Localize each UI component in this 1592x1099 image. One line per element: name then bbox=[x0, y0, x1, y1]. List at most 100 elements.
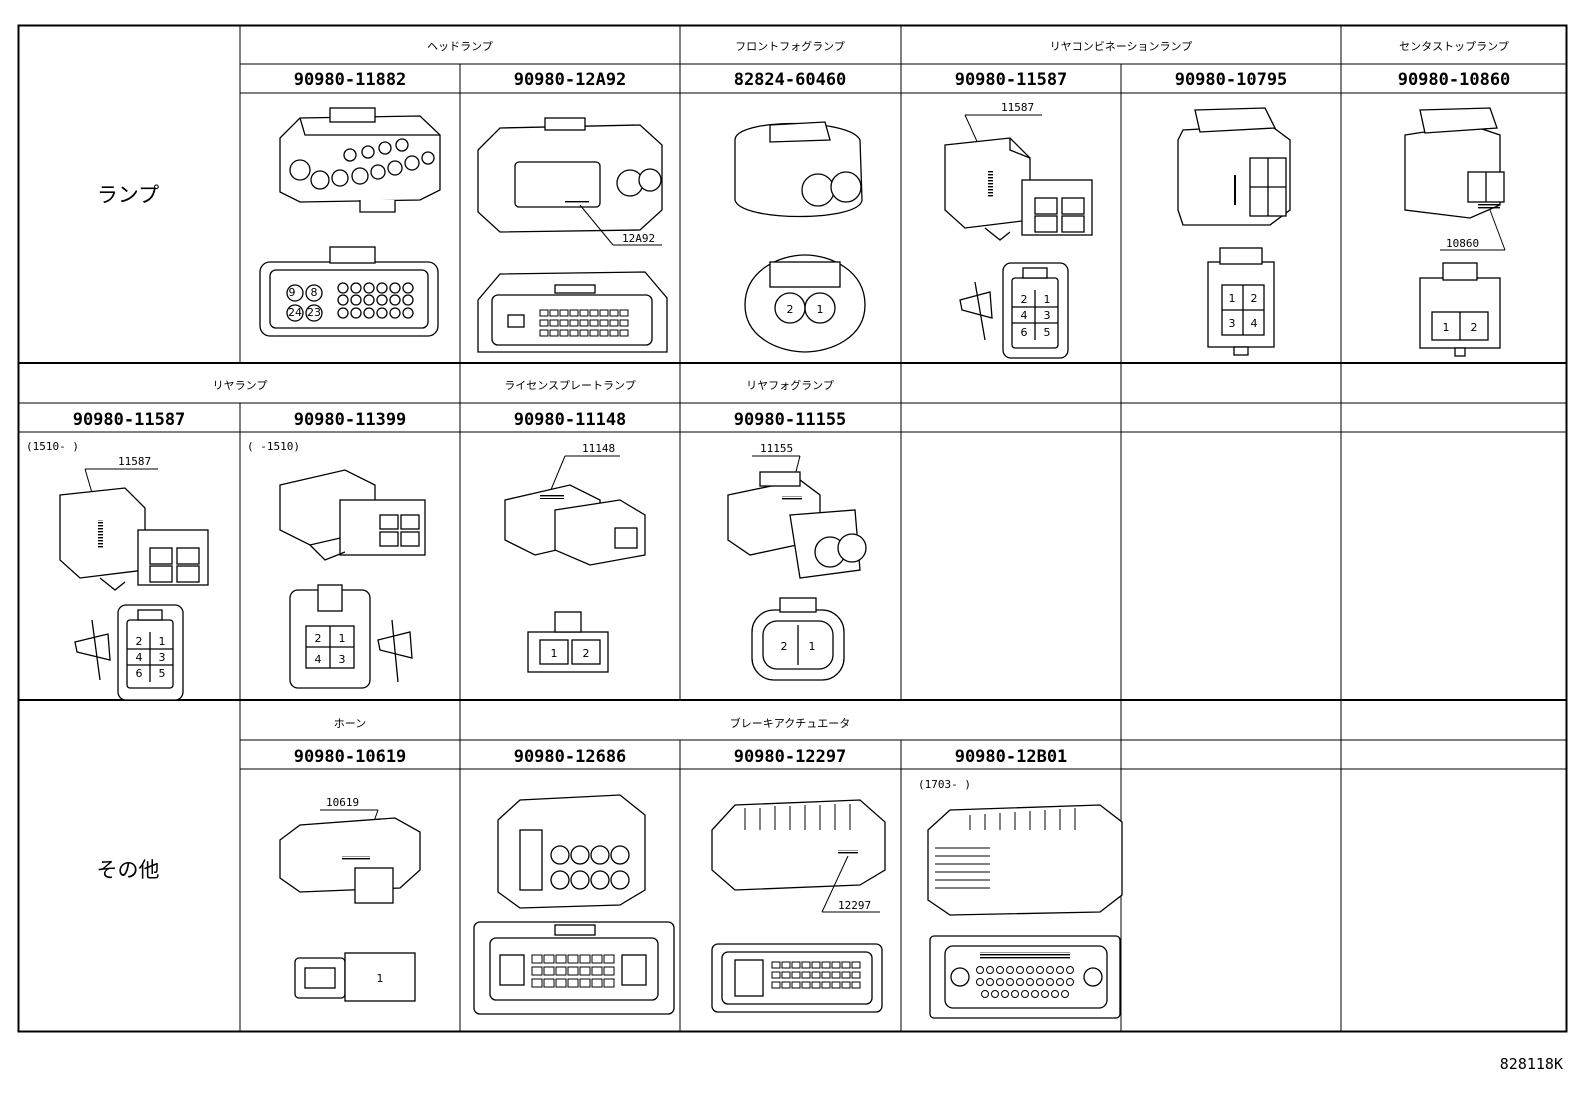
group-header-front-fog: フロントフォグランプ bbox=[735, 39, 845, 53]
connector-iso-drawing bbox=[497, 794, 646, 909]
part-number: 90980-11155 bbox=[734, 410, 847, 430]
connector-face-drawing bbox=[477, 271, 668, 353]
part-number: 90980-10860 bbox=[1398, 70, 1511, 90]
pin-number: 2 bbox=[1471, 321, 1478, 334]
leader-line bbox=[1489, 209, 1506, 251]
pin-number: 5 bbox=[1044, 326, 1051, 339]
connector-iso-drawing bbox=[477, 117, 663, 233]
pin-number: 4 bbox=[1021, 309, 1028, 322]
pin-number: 2 bbox=[136, 635, 143, 648]
callout-marker bbox=[838, 850, 858, 855]
part-number: 90980-12686 bbox=[514, 747, 627, 767]
pin-number: 8 bbox=[311, 286, 318, 299]
group-header-license-plate: ライセンスプレートランプ bbox=[504, 379, 635, 392]
pin-number: 6 bbox=[1021, 326, 1028, 339]
callout-marker bbox=[782, 496, 802, 501]
pin-number: 3 bbox=[339, 653, 346, 666]
pin-number: 1 bbox=[551, 647, 558, 660]
pin-number: 3 bbox=[1044, 309, 1051, 322]
connector-iso-drawing bbox=[59, 487, 209, 591]
callout-marker bbox=[342, 856, 370, 861]
pin-number: 2 bbox=[1251, 292, 1258, 305]
callout-label: 11155 bbox=[760, 442, 793, 455]
pin-number: 3 bbox=[159, 651, 166, 664]
pin-number: 1 bbox=[377, 972, 384, 985]
connector-iso-drawing bbox=[279, 107, 441, 213]
pin-number: 6 bbox=[136, 667, 143, 680]
connector-iso-drawing bbox=[927, 804, 1123, 916]
connector-face-drawing bbox=[711, 943, 883, 1013]
pin-number: 4 bbox=[136, 651, 143, 664]
pin-number: 4 bbox=[1251, 317, 1258, 330]
connector-iso-drawing bbox=[1177, 107, 1291, 226]
part-number: 90980-12B01 bbox=[955, 747, 1068, 767]
connector-face-drawing bbox=[294, 952, 416, 1002]
callout-marker bbox=[540, 494, 564, 499]
pin-number: 1 bbox=[1229, 292, 1236, 305]
connector-iso-drawing bbox=[734, 121, 863, 218]
pin-number: 1 bbox=[1443, 321, 1450, 334]
part-number: 90980-10795 bbox=[1175, 70, 1288, 90]
connector-face-drawing bbox=[289, 584, 413, 689]
connector-iso-drawing bbox=[279, 469, 426, 561]
pin-number: 3 bbox=[1229, 317, 1236, 330]
pin-number: 23 bbox=[307, 306, 321, 319]
group-header-brake-actuator: ブレーキアクチュエータ bbox=[730, 716, 850, 730]
callout-label: 10619 bbox=[326, 796, 359, 809]
part-number: 90980-12297 bbox=[734, 747, 847, 767]
group-header-rear-lamp: リヤランプ bbox=[213, 379, 268, 392]
part-number: 90980-12A92 bbox=[514, 70, 627, 90]
leader-line bbox=[821, 855, 849, 913]
pin-number: 2 bbox=[315, 632, 322, 645]
leader-line bbox=[579, 204, 614, 246]
part-number: 90980-10619 bbox=[294, 747, 407, 767]
part-number: 90980-11587 bbox=[73, 410, 186, 430]
callout-label: 10860 bbox=[1446, 237, 1479, 250]
callout-marker bbox=[1478, 204, 1500, 209]
table-grid bbox=[17, 24, 1568, 1033]
connector-face-drawing bbox=[959, 262, 1069, 359]
pin-number: 5 bbox=[159, 667, 166, 680]
callout-marker bbox=[988, 170, 993, 198]
connector-iso-drawing bbox=[727, 471, 867, 579]
callout-marker bbox=[98, 520, 103, 548]
connector-face-drawing bbox=[1419, 262, 1501, 357]
section-label-other: その他 bbox=[97, 858, 160, 882]
connector-iso-drawing bbox=[279, 817, 421, 904]
pin-number: 1 bbox=[159, 635, 166, 648]
callout-label: 12297 bbox=[838, 899, 871, 912]
part-number: 90980-11587 bbox=[955, 70, 1068, 90]
pin-number: 4 bbox=[315, 653, 322, 666]
pin-number: 24 bbox=[288, 306, 302, 319]
pin-number: 2 bbox=[583, 647, 590, 660]
connector-iso-drawing bbox=[944, 137, 1093, 241]
pin-number: 1 bbox=[1044, 293, 1051, 306]
connector-face-drawing bbox=[751, 597, 845, 681]
pin-number: 9 bbox=[289, 286, 296, 299]
part-number: 90980-11882 bbox=[294, 70, 407, 90]
part-number: 90980-11399 bbox=[294, 410, 407, 430]
part-number: 90980-11148 bbox=[514, 410, 627, 430]
connector-iso-drawing bbox=[1404, 107, 1505, 219]
connector-face-drawing bbox=[929, 935, 1121, 1019]
connector-face-drawing bbox=[74, 604, 184, 701]
leader-line bbox=[549, 455, 566, 493]
group-header-horn: ホーン bbox=[334, 717, 366, 730]
connector-iso-drawing bbox=[711, 799, 886, 891]
callout-label: 11587 bbox=[1001, 101, 1034, 114]
pin-number: 1 bbox=[809, 640, 816, 653]
group-header-rear-combination: リヤコンビネーションランプ bbox=[1050, 40, 1192, 53]
connector-iso-drawing bbox=[504, 484, 646, 566]
connector-face-drawing bbox=[259, 246, 439, 337]
callout-label: 11587 bbox=[118, 455, 151, 468]
pin-number: 2 bbox=[1021, 293, 1028, 306]
pin-number: 2 bbox=[781, 640, 788, 653]
connector-face-drawing bbox=[744, 254, 866, 353]
connector-face-drawing bbox=[473, 921, 675, 1015]
section-label-lamp: ランプ bbox=[97, 183, 159, 207]
connector-face-drawing bbox=[1207, 247, 1275, 356]
group-header-headlamp: ヘッドランプ bbox=[427, 40, 493, 53]
pin-number: 1 bbox=[339, 632, 346, 645]
production-date-note: (1703- ) bbox=[918, 778, 971, 791]
document-id: 828118K bbox=[1500, 1055, 1563, 1073]
